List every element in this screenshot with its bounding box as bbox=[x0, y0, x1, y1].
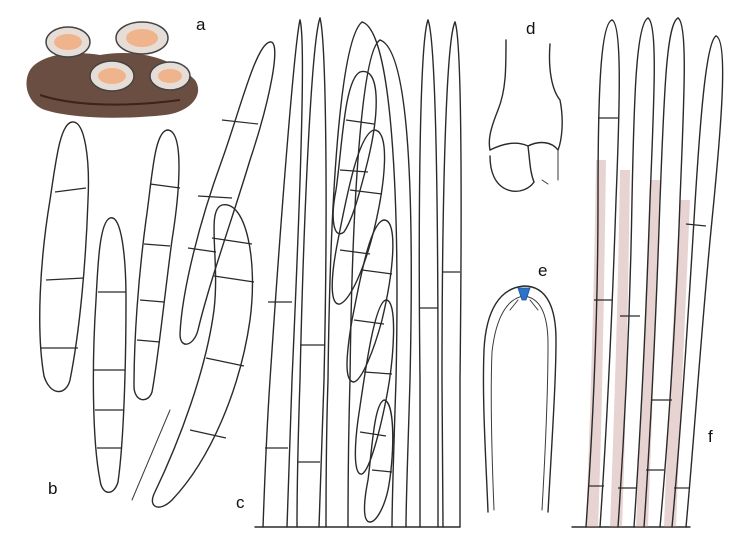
apothecium bbox=[150, 62, 190, 90]
apothecium bbox=[90, 61, 134, 91]
ascus bbox=[442, 22, 461, 527]
panel-d-crozier bbox=[489, 40, 562, 191]
spore bbox=[93, 218, 126, 493]
ascus bbox=[326, 22, 411, 527]
panel-label-c: c bbox=[236, 494, 245, 511]
panel-label-f: f bbox=[708, 428, 713, 445]
panel-e-ascus-apex bbox=[483, 286, 556, 512]
panel-a-apothecia bbox=[26, 22, 198, 118]
panel-label-b: b bbox=[48, 480, 57, 497]
spore bbox=[134, 130, 180, 400]
panel-label-a: a bbox=[196, 16, 205, 33]
ascus-spores bbox=[332, 71, 393, 522]
spore bbox=[40, 122, 89, 392]
amyloid-tip-icon bbox=[518, 288, 530, 300]
apothecium bbox=[116, 22, 168, 54]
apothecium bbox=[46, 27, 90, 57]
panel-label-e: e bbox=[538, 262, 547, 279]
panel-c-asci bbox=[255, 18, 461, 527]
panel-label-d: d bbox=[526, 20, 535, 37]
ascus bbox=[419, 20, 438, 527]
panel-f-paraphyses bbox=[572, 18, 723, 527]
